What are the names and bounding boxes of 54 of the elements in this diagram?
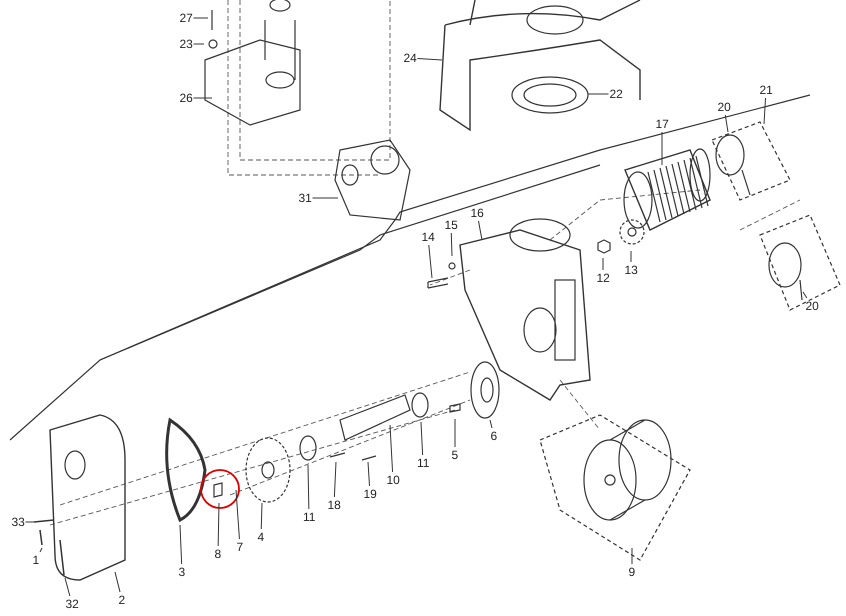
callout-number: 6 — [490, 429, 498, 443]
callout-number: 18 — [328, 498, 341, 512]
callout-number: 26 — [180, 91, 193, 105]
leader-line — [114, 572, 120, 592]
leader-line — [260, 502, 262, 530]
callout-number: 24 — [404, 51, 417, 65]
leader-line — [802, 292, 808, 298]
callout-number: 13 — [624, 263, 638, 277]
leader-line — [764, 98, 766, 124]
leader-line — [724, 114, 728, 132]
callout-number: 9 — [628, 565, 636, 579]
callout-number: 16 — [470, 206, 484, 220]
callout-number: 7 — [236, 540, 244, 554]
callout-number: 4 — [258, 530, 264, 544]
leader-line — [334, 462, 336, 498]
callout-number: 22 — [610, 87, 623, 101]
callout-number: 2 — [118, 593, 126, 607]
callout-number: 15 — [444, 218, 458, 232]
leader-line — [368, 462, 370, 486]
leader-line — [630, 250, 632, 262]
leader-line — [490, 420, 492, 428]
callout-number: 8 — [214, 547, 222, 561]
callout-number: 23 — [180, 37, 193, 51]
callout-number: 14 — [422, 230, 435, 244]
callout-number: 31 — [298, 191, 312, 205]
callout-number: 20 — [806, 299, 819, 313]
leader-line — [64, 578, 70, 596]
callout-number: 1 — [32, 553, 40, 567]
callout-number: 17 — [656, 117, 669, 131]
callout-number: 10 — [386, 473, 400, 487]
leader-line — [478, 220, 482, 240]
callout-number: 32 — [66, 597, 79, 611]
leader-line — [428, 244, 432, 278]
leader-line — [40, 548, 42, 552]
leader-line — [180, 524, 182, 564]
callout-number: 20 — [718, 100, 731, 114]
callout-number: 33 — [12, 515, 25, 529]
leader-line — [308, 464, 310, 510]
callout-number: 21 — [760, 83, 773, 97]
leader-line — [417, 58, 442, 60]
callout-number: 3 — [178, 565, 186, 579]
callout-number: 19 — [364, 487, 377, 501]
callout-number: 5 — [452, 448, 458, 462]
leader-line — [420, 422, 424, 456]
callout-number: 12 — [596, 271, 610, 285]
callout-number: 27 — [180, 11, 193, 25]
leader-line — [454, 418, 456, 448]
leader-line — [450, 232, 452, 256]
leader-line — [602, 258, 604, 270]
callout-number: 11 — [417, 456, 430, 470]
leader-line — [390, 424, 394, 472]
callout-number: 11 — [303, 510, 316, 524]
leader-line — [236, 490, 240, 540]
leader-line — [218, 502, 220, 546]
